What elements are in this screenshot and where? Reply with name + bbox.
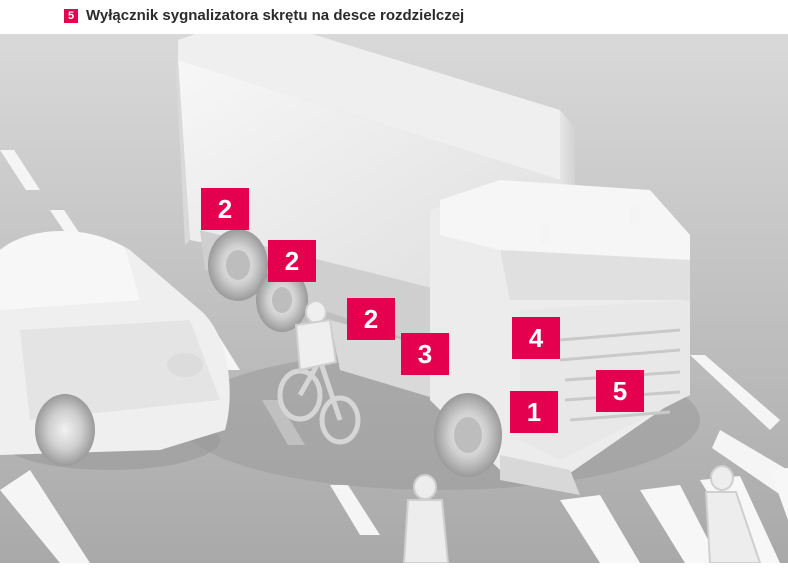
pedestrians: [402, 465, 762, 564]
marker-4-mirror: 4: [512, 317, 560, 359]
cargo-box-roof: [178, 15, 560, 180]
marker-1-front-corner: 1: [510, 391, 558, 433]
cyclist: [277, 300, 361, 445]
marker-3-side-guard: 3: [401, 333, 449, 375]
marker-5-dashboard-switch: 5: [596, 370, 644, 412]
legend-badge: 5: [64, 9, 78, 23]
legend-text: Wyłącznik sygnalizatora skrętu na desce …: [86, 7, 465, 24]
truck-wheels: [208, 229, 502, 477]
legend-row: 5 Wyłącznik sygnalizatora skrętu na desc…: [0, 0, 788, 34]
marker-2-front-side: 2: [347, 298, 395, 340]
passenger-car: [0, 230, 230, 470]
marker-2-rear-wheel: 2: [201, 188, 249, 230]
marker-2-middle-wheel: 2: [268, 240, 316, 282]
